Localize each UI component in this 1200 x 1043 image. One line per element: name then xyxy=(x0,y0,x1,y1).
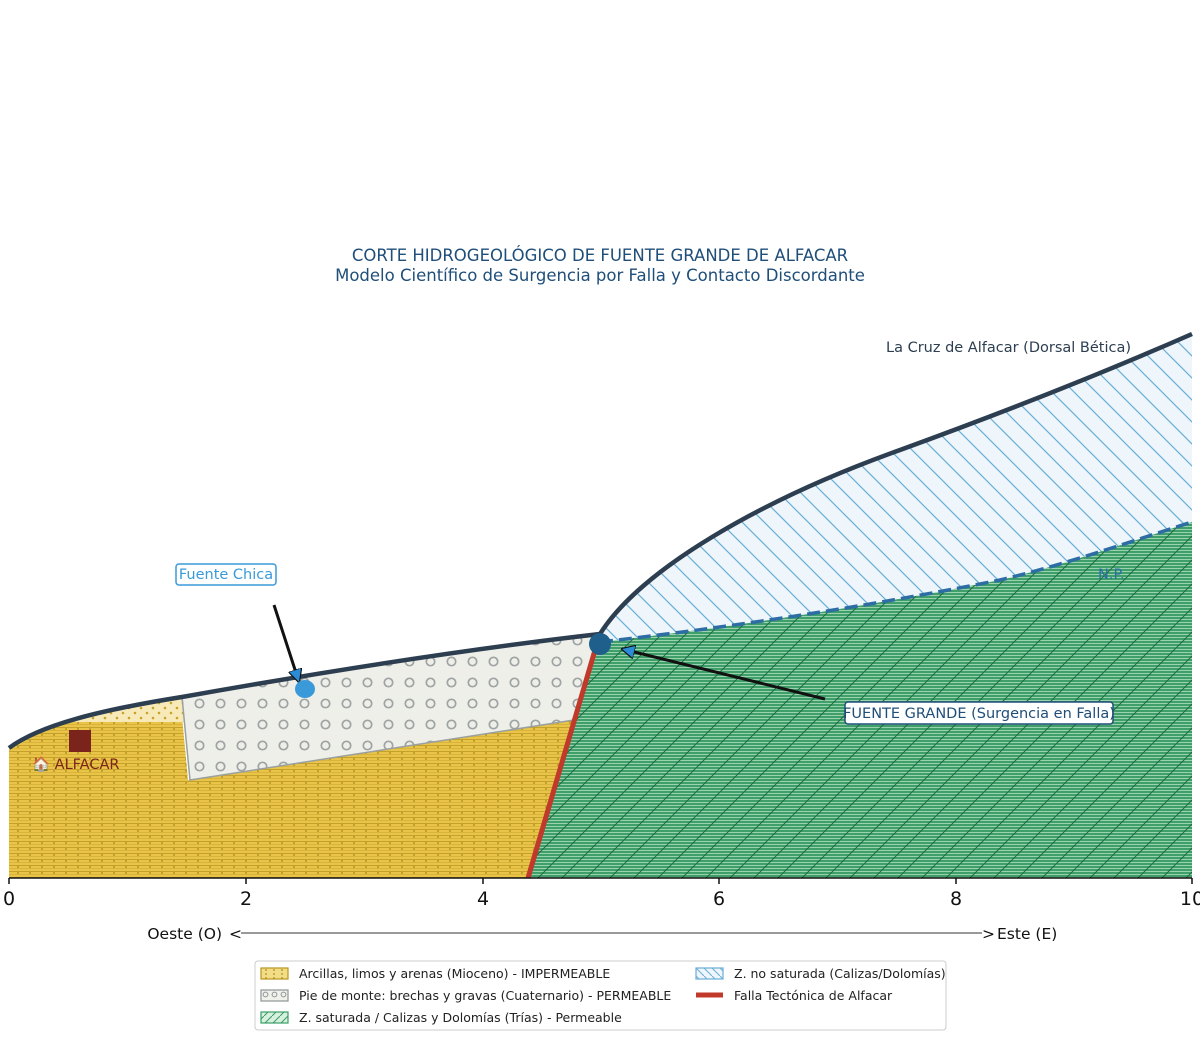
unsaturated-zone xyxy=(600,334,1192,642)
fuente-grande-callout: FUENTE GRANDE (Surgencia en Falla) xyxy=(589,633,1115,725)
fuente-chica-marker xyxy=(295,680,315,698)
legend-box xyxy=(254,960,947,1031)
topographic-surface xyxy=(7,331,1193,750)
legend-label-unsaturated: Z. no saturada (Calizas/Dolomías) xyxy=(734,966,946,981)
geology-layers xyxy=(9,334,1192,878)
x-tick-label: 6 xyxy=(713,888,725,910)
miocene-clays xyxy=(9,695,574,878)
saturated-zone xyxy=(528,522,1192,878)
fuente-grande-marker xyxy=(589,633,611,655)
water-table-label: N.P. xyxy=(1098,567,1125,583)
diagram-title: CORTE HIDROGEOLÓGICO DE FUENTE GRANDE DE… xyxy=(352,246,848,265)
legend-label-quaternary: Pie de monte: brechas y gravas (Cuaterna… xyxy=(299,988,671,1003)
west-label: Oeste (O) xyxy=(147,925,222,943)
water-table-line xyxy=(599,520,1193,644)
legend-label-fault: Falla Tectónica de Alfacar xyxy=(734,988,893,1003)
legend-label-saturated: Z. saturada / Calizas y Dolomías (Trías)… xyxy=(299,1010,622,1025)
fuente-chica-callout: Fuente Chica xyxy=(175,563,315,698)
fuente-chica-label-box xyxy=(175,563,277,586)
east-label: Este (E) xyxy=(997,925,1057,943)
x-tick-label: 4 xyxy=(477,888,489,910)
x-tick-label: 8 xyxy=(950,888,962,910)
legend-label-miocene: Arcillas, limos y arenas (Mioceno) - IMP… xyxy=(299,966,610,981)
fuente-chica-label: Fuente Chica xyxy=(179,567,273,583)
legend-swatch-quaternary xyxy=(260,989,289,1002)
fuente-chica-arrow xyxy=(272,604,299,682)
x-tick-label: 0 xyxy=(3,888,15,910)
fuente-grande-label-box xyxy=(844,701,1114,725)
fuente-grande-label: FUENTE GRANDE (Surgencia en Falla) xyxy=(843,706,1115,722)
diagram-subtitle: Modelo Científico de Surgencia por Falla… xyxy=(335,266,865,285)
x-tick-label: 10 xyxy=(1180,888,1200,910)
fuente-grande-arrow xyxy=(622,649,826,701)
x-axis-ticks: 0 2 4 6 8 10 xyxy=(3,878,1200,910)
legend-swatch-unsaturated xyxy=(695,967,724,980)
direction-arrow-right: > xyxy=(982,925,995,943)
x-tick-label: 2 xyxy=(240,888,252,910)
alfacar-fault xyxy=(525,639,601,879)
direction-arrow-left: < xyxy=(229,925,242,943)
town-marker xyxy=(69,730,91,752)
town-label: 🏠 ALFACAR xyxy=(32,756,119,773)
legend-swatch-miocene xyxy=(260,967,289,980)
legend: Arcillas, limos y arenas (Mioceno) - IMP… xyxy=(254,960,947,1031)
legend-swatch-saturated xyxy=(260,1011,289,1024)
peak-label: La Cruz de Alfacar (Dorsal Bética) xyxy=(886,340,1131,356)
